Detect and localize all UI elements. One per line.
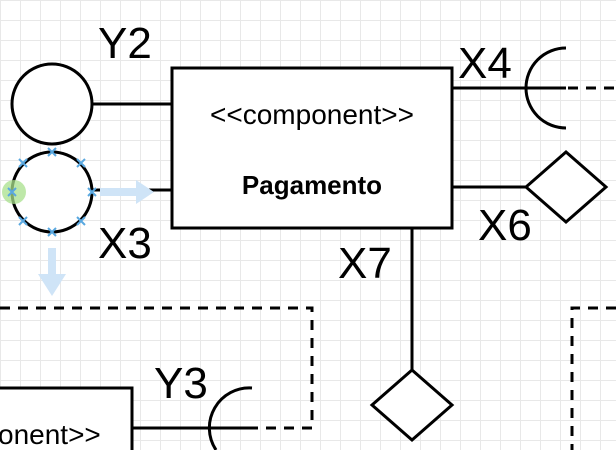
connection-point-dot[interactable] <box>2 180 26 204</box>
arrow-right-icon[interactable] <box>100 180 154 204</box>
interface-x6-diamond[interactable] <box>523 150 609 224</box>
component-partial-box[interactable] <box>0 386 134 450</box>
component-partial-stereotype: onent>> <box>0 419 101 450</box>
interface-y3-socket[interactable] <box>207 386 253 450</box>
label-x3: X3 <box>98 219 152 268</box>
interface-x7-diamond[interactable] <box>369 368 455 442</box>
label-y3: Y3 <box>154 359 208 408</box>
label-x4: X4 <box>458 39 512 88</box>
component-pagamento-name: Pagamento <box>242 170 382 200</box>
label-x7: X7 <box>338 239 392 288</box>
interface-x4-socket[interactable] <box>524 46 567 130</box>
dashed-boundary-right[interactable] <box>570 306 616 450</box>
interface-y2-lollipop[interactable] <box>10 62 94 146</box>
label-x6: X6 <box>478 201 532 250</box>
label-y2: Y2 <box>98 19 152 68</box>
selection-handles[interactable] <box>7 147 97 237</box>
component-pagamento-box[interactable] <box>170 66 454 230</box>
component-pagamento-stereotype: <<component>> <box>210 99 414 130</box>
arrow-down-icon[interactable] <box>38 248 66 296</box>
